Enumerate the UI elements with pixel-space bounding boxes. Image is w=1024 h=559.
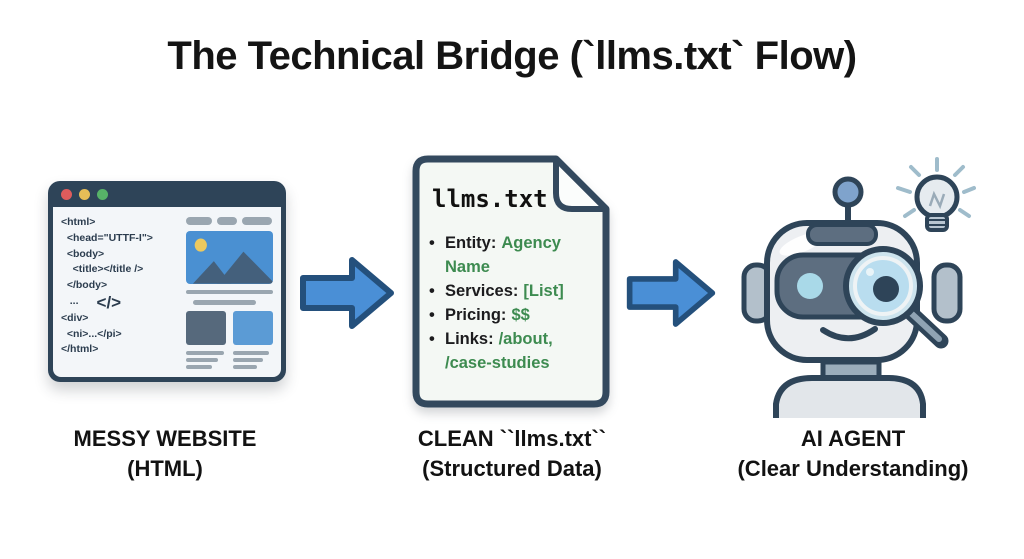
caption-line1: CLEAN ``llms.txt`` — [417, 426, 607, 451]
caption-clean-llms-txt: CLEAN ``llms.txt`` (Structured Data) — [377, 424, 647, 484]
content-boxes — [186, 311, 273, 346]
document-entry-list: • Entity:Agency Name • Services:[List] • Pr… — [428, 231, 590, 375]
traffic-light-green-icon — [97, 188, 108, 200]
content-box-blue — [233, 311, 273, 346]
caption-messy-website: MESSY WEBSITE (HTML) — [35, 424, 295, 484]
caption-lines — [186, 351, 273, 370]
code-line: <ni>...</pi> — [61, 327, 122, 340]
code-line: <div> — [61, 311, 89, 324]
caption-line-column — [186, 351, 226, 370]
nav-pill — [217, 217, 237, 225]
caption-ai-agent: AI AGENT (Clear Understanding) — [705, 424, 1001, 484]
doc-entry-pricing: • Pricing:$$ — [428, 303, 590, 327]
nav-pills — [186, 217, 273, 225]
ai-robot-graphic — [741, 157, 976, 418]
text-line — [186, 365, 212, 370]
image-placeholder-icon — [186, 231, 273, 284]
document-filename: llms.txt — [432, 185, 548, 213]
doc-entry-links: • Links:/about, /case-studies — [428, 327, 590, 375]
robot-shoulders — [773, 375, 926, 418]
text-line — [186, 351, 224, 356]
bullet-icon: • — [429, 282, 435, 300]
traffic-light-red-icon — [61, 188, 72, 200]
caption-line2: (Clear Understanding) — [737, 455, 969, 481]
text-line — [233, 365, 257, 370]
traffic-light-yellow-icon — [79, 188, 90, 200]
code-line: <html> — [61, 216, 96, 228]
caption-line1: MESSY WEBSITE — [73, 426, 257, 451]
diagram-title: The Technical Bridge (`llms.txt` Flow) — [167, 34, 857, 78]
robot-smile — [820, 326, 878, 342]
doc-entry-label: Links: — [445, 330, 494, 348]
caption-line-column — [233, 351, 273, 370]
doc-entry-value: /about, /case-studies — [445, 330, 553, 372]
text-line — [233, 358, 263, 363]
caption-line2: (HTML) — [127, 455, 203, 481]
webpage-wireframe — [186, 215, 273, 370]
caption-line2: (Structured Data) — [422, 455, 602, 481]
robot-ear-right — [931, 262, 963, 324]
caption-line1: AI AGENT — [800, 426, 906, 451]
doc-entry-value: [List] — [523, 282, 564, 300]
code-line: <title></title /> — [61, 263, 144, 276]
text-line — [192, 300, 256, 306]
bullet-icon: • — [429, 306, 435, 324]
browser-content: <html> <head="UTTF-I"> <body> <title></t… — [53, 207, 281, 377]
browser-title-bar — [48, 181, 286, 207]
doc-entry-label: Pricing: — [445, 306, 507, 324]
code-line: <body> — [61, 247, 105, 260]
doc-entry-entity: • Entity:Agency Name — [428, 231, 590, 279]
nav-pill — [186, 217, 212, 225]
code-line: <head="UTTF-I"> — [61, 231, 153, 244]
llms-txt-document-graphic: llms.txt • Entity:Agency Name • Services:[… — [410, 153, 612, 410]
code-ellipsis: ... — [61, 295, 79, 308]
code-line: </html> — [61, 343, 99, 356]
nav-pill — [242, 217, 272, 225]
doc-entry-services: • Services:[List] — [428, 279, 590, 303]
code-line: </body> — [61, 279, 108, 291]
doc-entry-label: Entity: — [445, 234, 497, 252]
doc-entry-label: Services: — [445, 282, 519, 300]
browser-window-graphic: <html> <head="UTTF-I"> <body> <title></t… — [48, 181, 286, 382]
lightbulb-icon — [896, 157, 976, 232]
text-line — [186, 358, 218, 363]
doc-entry-value: Agency Name — [445, 234, 561, 276]
text-line — [233, 351, 269, 356]
content-box-dark — [186, 311, 226, 346]
flow-arrow-right-icon — [300, 257, 394, 329]
html-code-snippet: <html> <head="UTTF-I"> <body> <title></t… — [61, 215, 179, 369]
code-line: ... </> — [61, 294, 179, 311]
text-line — [186, 289, 273, 295]
document-shape — [412, 155, 610, 408]
code-tag-icon: </> — [96, 292, 122, 312]
flow-arrow-right-icon — [626, 259, 716, 327]
doc-entry-value: $$ — [511, 306, 530, 324]
head-top-panel — [806, 223, 878, 246]
bullet-icon: • — [429, 234, 435, 252]
magnifying-glass-icon — [843, 246, 949, 349]
robot-eye-left — [797, 273, 823, 299]
bullet-icon: • — [429, 330, 435, 348]
